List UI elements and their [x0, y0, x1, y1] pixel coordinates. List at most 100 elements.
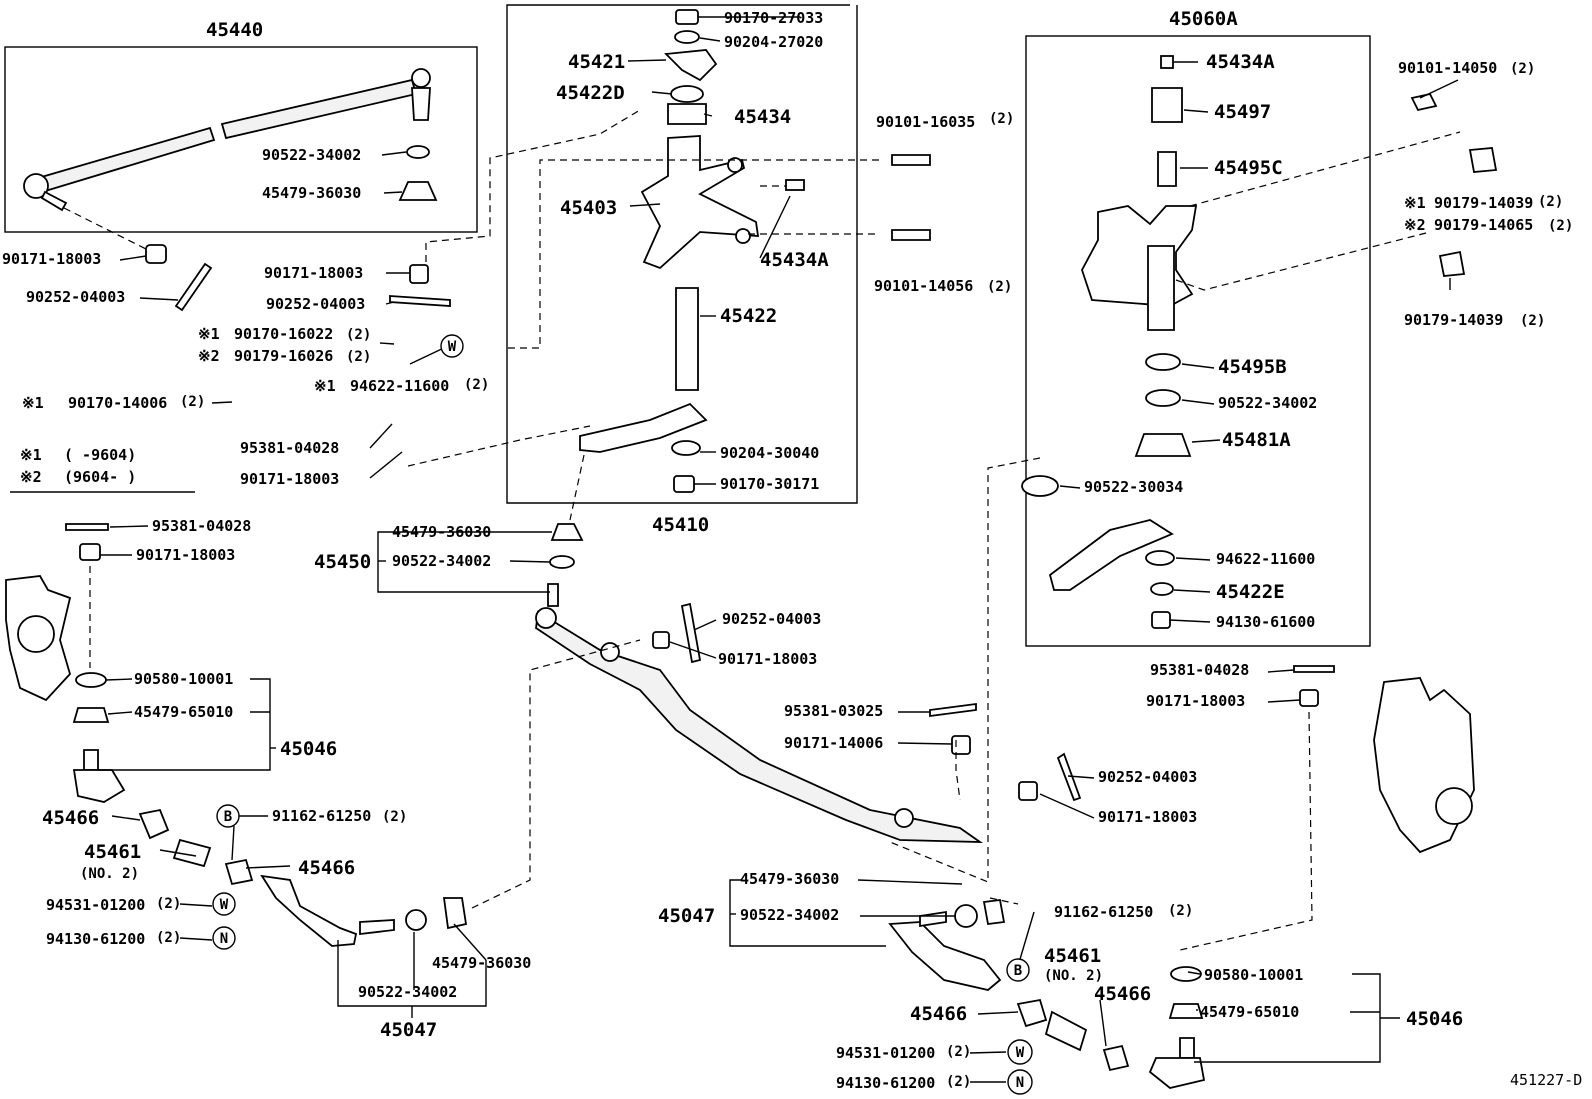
part-number: 90170-14006 [68, 394, 167, 412]
note-mark: ※1 [198, 325, 220, 343]
part-number: 95381-04028 [1150, 661, 1249, 679]
part-number: 45421 [568, 51, 625, 73]
part-number: 90204-30040 [720, 444, 819, 462]
part-number: 94531-01200 [836, 1044, 935, 1062]
symbol-b-icon: B [1006, 958, 1030, 982]
note-range: ( -9604) [64, 446, 136, 464]
part-number: 45434A [760, 249, 829, 271]
svg-text:W: W [1016, 1045, 1025, 1061]
right-idler-assembly-drawing [1021, 55, 1198, 629]
quantity: (2) [946, 1044, 971, 1060]
part-number: 45479-36030 [740, 870, 839, 888]
part-number: 45481A [1222, 429, 1291, 451]
part-number: 95381-04028 [240, 439, 339, 457]
left-ball-joint-drawing [72, 749, 126, 803]
part-number: 95381-03025 [784, 702, 883, 720]
symbol-w-icon: W [1007, 1039, 1033, 1065]
part-number: 90171-18003 [240, 470, 339, 488]
part-number: 90171-18003 [718, 650, 817, 668]
part-number: 90580-10001 [134, 670, 233, 688]
drag-link-drawing [535, 583, 983, 843]
quantity: (2) [464, 377, 489, 393]
part-number: 45422 [720, 305, 777, 327]
part-number: 94622-11600 [350, 377, 449, 395]
part-number: 90179-14065 [1434, 216, 1533, 234]
note-mark: ※1 [1404, 194, 1426, 212]
part-number: 90179-14039 [1404, 311, 1503, 329]
part-number: 90252-04003 [26, 288, 125, 306]
part-number: 90171-18003 [136, 546, 235, 564]
part-number: 94130-61200 [46, 930, 145, 948]
part-number: 90522-34002 [262, 146, 361, 164]
quantity: (2) [1538, 194, 1563, 210]
note-mark: ※1 [20, 446, 42, 464]
part-number: 90101-16035 [876, 113, 975, 131]
part-number: 91162-61250 [272, 807, 371, 825]
part-number: 45497 [1214, 101, 1271, 123]
quantity: (2) [1510, 61, 1535, 77]
part-number: 90252-04003 [1098, 768, 1197, 786]
part-number: 90522-34002 [392, 552, 491, 570]
group-label: 45047 [380, 1019, 437, 1041]
part-number: 90580-10001 [1204, 966, 1303, 984]
part-number: 45466 [298, 857, 355, 879]
quantity: (2) [180, 394, 205, 410]
symbol-n-icon: N [1007, 1069, 1033, 1095]
part-number: 45495B [1218, 356, 1287, 378]
right-tie-rod-end-drawing [888, 910, 1002, 991]
part-number: 90101-14050 [1398, 59, 1497, 77]
quantity: (2) [989, 111, 1014, 127]
quantity: (2) [382, 809, 407, 825]
part-number: 90179-16026 [234, 347, 333, 365]
quantity: (2) [156, 930, 181, 946]
part-note: (NO. 2) [1044, 968, 1103, 984]
part-note: (NO. 2) [80, 866, 139, 882]
symbol-w-icon: W [212, 892, 236, 916]
svg-text:N: N [220, 931, 228, 947]
part-number: 45479-36030 [262, 184, 361, 202]
part-number: 90179-14039 [1434, 194, 1533, 212]
part-number: 45466 [910, 1003, 967, 1025]
tie-rod-drawing [23, 68, 431, 212]
note-mark: ※1 [22, 394, 44, 412]
quantity: (2) [1520, 313, 1545, 329]
part-number: 45495C [1214, 157, 1283, 179]
svg-text:W: W [220, 897, 229, 913]
group-label: 45060A [1169, 8, 1238, 30]
part-number: 45479-36030 [392, 523, 491, 541]
quantity: (2) [156, 896, 181, 912]
part-number: 90204-27020 [724, 33, 823, 51]
part-number: 45461 [1044, 945, 1101, 967]
left-knuckle-drawing [5, 575, 72, 702]
svg-text:B: B [224, 809, 232, 825]
part-number: 90171-18003 [264, 264, 363, 282]
part-number: 45466 [42, 807, 99, 829]
part-number: 45422E [1216, 581, 1285, 603]
svg-text:B: B [1014, 963, 1022, 979]
quantity: (2) [346, 327, 371, 343]
part-number: 45434A [1206, 51, 1275, 73]
note-mark: ※2 [198, 347, 220, 365]
group-label: 45440 [206, 19, 263, 41]
part-number: 45434 [734, 106, 791, 128]
symbol-w-icon: W [440, 334, 464, 358]
part-number: 90252-04003 [266, 295, 365, 313]
note-range: (9604- ) [64, 468, 136, 486]
part-number: 45466 [1094, 983, 1151, 1005]
note-mark: ※2 [20, 468, 42, 486]
part-number: 90522-34002 [358, 983, 457, 1001]
part-number: 45479-65010 [1200, 1003, 1299, 1021]
part-number: 94130-61600 [1216, 613, 1315, 631]
part-number: 90170-16022 [234, 325, 333, 343]
part-number: 90522-34002 [1218, 394, 1317, 412]
part-number: 45479-65010 [134, 703, 233, 721]
quantity: (2) [946, 1074, 971, 1090]
group-label: 45410 [652, 514, 709, 536]
symbol-b-icon: B [216, 804, 240, 828]
part-number: 45461 [84, 841, 141, 863]
part-number: 90171-18003 [1098, 808, 1197, 826]
part-number: 90171-14006 [784, 734, 883, 752]
part-number: 90252-04003 [722, 610, 821, 628]
note-mark: ※2 [1404, 216, 1426, 234]
